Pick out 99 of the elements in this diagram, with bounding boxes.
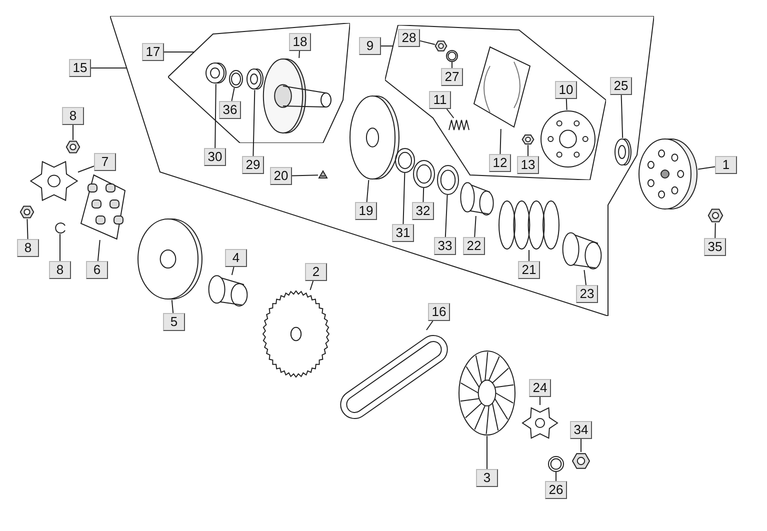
leader-line (584, 270, 586, 286)
spring-drawing (498, 200, 560, 250)
nut-drawing (20, 205, 34, 219)
callout-number: 29 (242, 156, 264, 174)
leader-line (566, 98, 568, 110)
clip-drawing (54, 222, 66, 234)
ramp-plate-drawing (522, 405, 558, 441)
leader-line (528, 250, 530, 262)
leader-line (444, 194, 448, 238)
leader-line (366, 180, 370, 202)
leader-line (310, 280, 314, 290)
leader-line (231, 88, 235, 102)
callout-number: 8 (62, 107, 84, 125)
group-outline (385, 25, 606, 180)
ramp-plate-drawing (30, 158, 78, 204)
callout-number: 23 (576, 285, 598, 303)
leader-line (402, 172, 406, 224)
callout-number: 32 (412, 202, 434, 220)
ring-drawing (446, 50, 458, 62)
callout-number: 7 (94, 153, 116, 171)
callout-number: 22 (463, 237, 485, 255)
leader-line (500, 128, 502, 154)
callout-number: 10 (555, 81, 577, 99)
leader-line (298, 50, 300, 58)
leader-line (292, 174, 318, 176)
leader-line (420, 40, 436, 45)
leader-line (486, 436, 488, 470)
callout-number: 17 (142, 43, 164, 61)
sleeve-drawing (208, 275, 248, 307)
callout-number: 8 (49, 261, 71, 279)
callout-number: 3 (476, 469, 498, 487)
callout-number: 9 (359, 37, 381, 55)
callout-number: 8 (17, 239, 39, 257)
leader-line (580, 438, 582, 452)
clutch-bell-drawing (636, 138, 698, 210)
callout-number: 1 (715, 156, 737, 174)
callout-number: 5 (163, 313, 185, 331)
callout-number: 20 (270, 167, 292, 185)
spring-drawing (448, 118, 470, 132)
leader-line (26, 218, 28, 240)
callout-number: 25 (610, 77, 632, 95)
sleeve-drawing (460, 182, 494, 216)
callout-number: 19 (355, 202, 377, 220)
callout-number: 27 (441, 68, 463, 86)
callout-number: 6 (86, 261, 108, 279)
callout-number: 30 (204, 148, 226, 166)
callout-number: 4 (225, 249, 247, 267)
ring-drawing (413, 160, 435, 188)
hub-plate-drawing (540, 110, 596, 168)
callout-number: 36 (219, 101, 241, 119)
callout-number: 2 (305, 263, 327, 281)
callout-number: 35 (704, 238, 726, 256)
leader-line (72, 124, 74, 140)
callout-number: 18 (289, 33, 311, 51)
callout-number: 21 (518, 261, 540, 279)
nut-drawing (708, 208, 723, 223)
callout-number: 31 (392, 224, 414, 242)
leader-line (252, 90, 256, 156)
sleeve-drawing (562, 232, 602, 270)
leader-line (231, 266, 234, 276)
clutch-shoe-drawing (472, 45, 532, 129)
callout-number: 16 (428, 303, 450, 321)
bearing-drawing (614, 138, 632, 166)
roller-plate-drawing (80, 174, 126, 240)
gear-drawing (262, 290, 330, 378)
fan-drawing (458, 350, 516, 436)
screw-drawing (318, 170, 328, 180)
callout-number: 34 (570, 421, 592, 439)
leader-line (422, 188, 424, 202)
nut-drawing (522, 134, 534, 145)
callout-number: 26 (545, 481, 567, 499)
nut-drawing (435, 40, 447, 52)
leader-line (474, 216, 476, 238)
leader-line (78, 166, 94, 173)
leader-line (714, 222, 716, 238)
bearing-drawing (246, 68, 264, 90)
ring-drawing (548, 456, 564, 472)
ring-drawing (395, 148, 415, 173)
callout-number: 12 (489, 154, 511, 172)
callout-number: 24 (529, 379, 551, 397)
group-outline (168, 23, 350, 143)
bearing-drawing (205, 62, 227, 84)
callout-number: 15 (69, 59, 91, 77)
leader-line (446, 108, 454, 118)
pulley-drawing (262, 58, 332, 134)
leader-line (698, 166, 716, 170)
ring-drawing (229, 70, 243, 88)
leader-line (620, 94, 624, 138)
nut-drawing (66, 140, 80, 154)
callout-number: 11 (429, 91, 451, 109)
nut-drawing (572, 452, 590, 470)
callout-number: 13 (517, 156, 539, 174)
leader-line (426, 320, 434, 330)
callout-number: 28 (398, 29, 420, 47)
leader-line (97, 240, 100, 262)
callout-number: 33 (434, 237, 456, 255)
leader-line (214, 84, 216, 148)
leader-line (171, 300, 174, 314)
ring-drawing (437, 165, 459, 195)
